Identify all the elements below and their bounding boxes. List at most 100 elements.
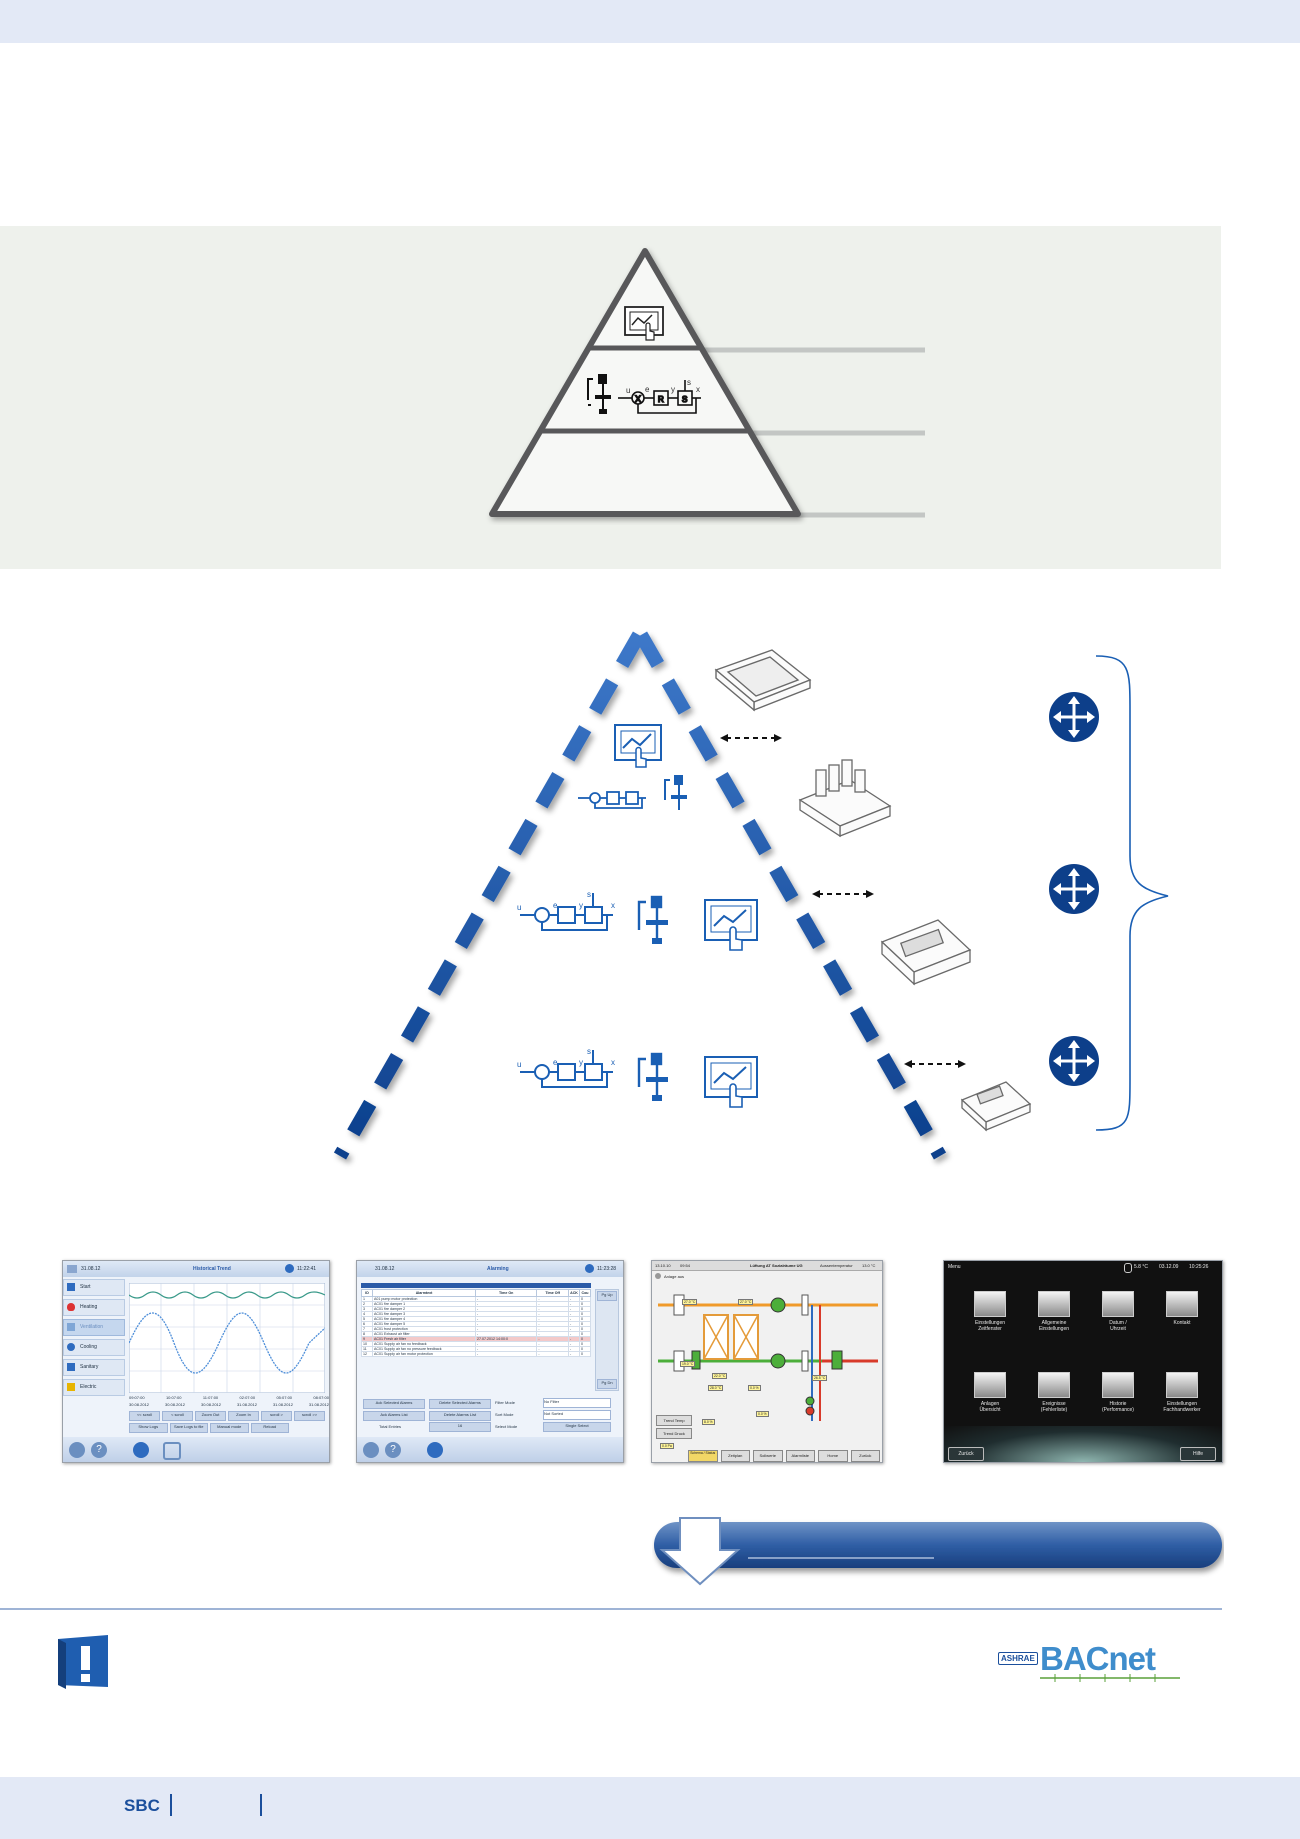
page-down-button[interactable]: Pg Dn [597,1379,617,1389]
total-entries-label: Total Entries [379,1424,402,1429]
trend-temp-button[interactable]: Trend Temp [656,1415,692,1426]
tab-schedule[interactable]: Zeitplan [720,1450,750,1462]
select-mode-button[interactable]: Single Select [543,1422,611,1432]
trend-nav-ventilation[interactable]: Ventilation [63,1319,125,1336]
delete-list-button[interactable]: Delete Alarms List [429,1411,491,1421]
flowchart-icon [587,374,611,414]
alarm-time: 11:23:28 [597,1266,617,1272]
tab-alarm-list[interactable]: Alarmliste [785,1450,815,1462]
plant-overview-icon [974,1372,1006,1398]
scroll-right-button[interactable]: scroll > [261,1411,292,1421]
tab-home[interactable]: Home [818,1450,848,1462]
bacnet-logo: ASHRAE BACnet [998,1640,1183,1682]
zoom-in-button[interactable]: Zoom In [228,1411,259,1421]
controller-symbol: R [658,395,664,404]
scroll-far-right-button[interactable]: scroll >> [294,1411,325,1421]
network-icon [1049,864,1099,914]
menu-item[interactable]: Kontakt [1150,1291,1214,1350]
show-logs-button[interactable]: Show Logs [129,1423,168,1433]
window-settings-icon [974,1291,1006,1317]
network-icon [1049,1036,1099,1086]
scroll-far-left-button[interactable]: << scroll [129,1411,160,1421]
manual-mode-button[interactable]: Manual mode [210,1423,249,1433]
gear-icon [1038,1291,1070,1317]
menu-item-label: Kontakt [1173,1320,1191,1326]
sort-mode-select[interactable]: Not Sorted [543,1410,611,1420]
output-x-label: x [696,385,700,394]
hvac-reading: 19.0 °C [680,1361,696,1367]
status-indicator-icon [655,1273,661,1279]
footer-separator [260,1794,262,1816]
ack-selected-button[interactable]: Ack Selected Alarms [363,1399,425,1409]
settings-icon[interactable] [363,1442,379,1458]
page-up-button[interactable]: Pg Up [597,1291,617,1301]
top-operator-icon [614,724,662,768]
menu-item-label: Zeitfenster [978,1326,1002,1332]
tab-schema-status[interactable]: Schema / Status [688,1450,718,1462]
footer-brand: SBC [124,1796,160,1815]
settings-icon[interactable] [69,1442,85,1458]
back-arrow-icon[interactable] [427,1442,443,1458]
hvac-reading: 8.0 % [702,1419,715,1425]
trend-nav-cooling[interactable]: Cooling [63,1339,125,1356]
pyramid-left-edge [333,631,646,1160]
mid-control-loop-icon [520,893,613,931]
save-logs-button[interactable]: Save Logs to file [169,1423,208,1433]
menu-item-label: Ereignisse [1042,1401,1066,1407]
hvac-reading: 26.5 °C [812,1375,828,1381]
ashrae-mark: ASHRAE [998,1652,1038,1665]
menu-item[interactable]: Historie(Performance) [1086,1372,1150,1431]
alarm-screen: 31.08.12 Alarming 11:23:28 ID Alarmtext … [356,1260,624,1463]
delete-selected-button[interactable]: Delete Selected Alarms [429,1399,491,1409]
touch-panel-device [714,649,812,712]
trend-date: 31.08.12 [81,1266,101,1272]
window-icon[interactable] [163,1442,181,1460]
footer-band [0,1777,1300,1839]
trend-nav-heating[interactable]: Heating [63,1299,125,1316]
help-icon[interactable]: ? [91,1442,107,1458]
reload-button[interactable]: Reload [250,1423,289,1433]
trend-nav-sanitary[interactable]: Sanitary [63,1359,125,1376]
menu-help-button[interactable]: Hilfe [1180,1447,1216,1461]
menu-item-label: Uhrzeit [1110,1326,1126,1332]
trend-pressure-button[interactable]: Trend Druck [656,1428,692,1439]
hvac-reading: 0.0 Pa [660,1443,674,1449]
outside-temp-value: 13.0 °C [862,1263,876,1268]
mid-flowchart-icon [637,895,668,944]
menu-title: Menu [948,1264,961,1270]
clock-icon [585,1264,594,1273]
scroll-left-button[interactable]: < scroll [162,1411,193,1421]
bottom-operator-icon [704,1056,758,1108]
menu-item[interactable]: Ereignisse(Fehlerliste) [1022,1372,1086,1431]
hvac-reading: 27.0 °C [738,1299,754,1305]
trend-title: Historical Trend [193,1266,231,1272]
menu-item[interactable]: Datum /Uhrzeit [1086,1291,1150,1350]
home-icon [67,1265,77,1273]
ack-list-button[interactable]: Ack Alarms List [363,1411,425,1421]
zoom-out-button[interactable]: Zoom Out [195,1411,226,1421]
mid-u-label: u [517,903,521,912]
hvac-reading: 27.0 °C [682,1299,698,1305]
tab-setpoints[interactable]: Sollwerte [753,1450,783,1462]
help-icon[interactable]: ? [385,1442,401,1458]
menu-item-label: (Performance) [1102,1407,1134,1413]
back-arrow-icon[interactable] [133,1442,149,1458]
sort-mode-label: Sort Mode [495,1412,514,1417]
tab-back[interactable]: Zurück [850,1450,880,1462]
mid-y-label: y [579,901,583,910]
menu-time: 10:25:26 [1189,1264,1209,1270]
menu-back-button[interactable]: Zurück [948,1447,984,1461]
menu-item-label: Allgemeine [1041,1320,1067,1326]
trend-nav-start[interactable]: Start [63,1279,125,1296]
filter-mode-select[interactable]: No Filter [543,1398,611,1408]
bottom-x-label: x [611,1058,615,1067]
header-band [0,0,1300,43]
trend-nav-electric[interactable]: Electric [63,1379,125,1396]
menu-item-label: Historie [1109,1401,1127,1407]
historical-trend-screen: 31.08.12 Historical Trend 11:22:41 Start… [62,1260,330,1463]
